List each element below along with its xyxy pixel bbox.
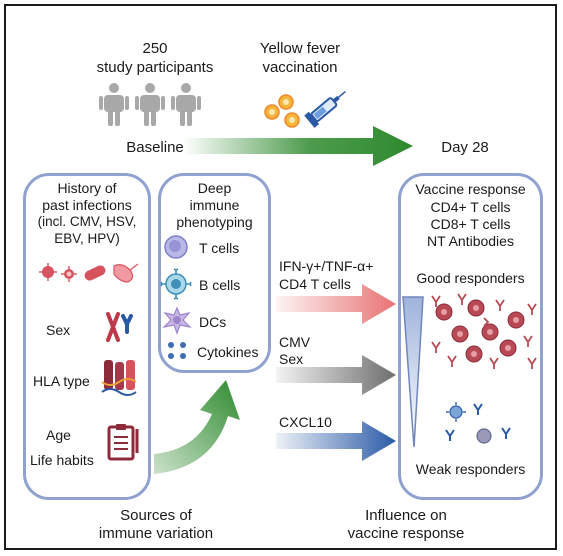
footer-right-line1: Influence on [365,507,447,524]
t-cells-label: T cells [199,240,240,256]
arrow-middle-label-line2: Sex [279,351,304,367]
vaccination-label-line1: Yellow fever [259,40,341,57]
history-title-line3: (incl. CMV, HSV, [37,214,137,229]
chromosomes-xy-icon [106,312,133,342]
good-responders-label: Good responders [416,270,525,286]
people-icons [99,83,201,126]
participants-label: study participants [96,59,214,76]
arrow-top-label-line2: CD4 T cells [279,276,351,292]
life-habits-label: Life habits [30,452,94,468]
participants-count: 250 [142,40,168,57]
timeline-arrow [183,126,413,166]
history-title-line2: past infections [42,197,132,213]
weak-responders-label: Weak responders [415,461,526,477]
day28-label: Day 28 [441,139,489,156]
dcs-label: DCs [199,314,227,330]
arrow-middle-label-line1: CMV [279,334,311,350]
pathogens-icon [39,263,139,283]
response-title-line3: CD8+ T cells [430,216,511,232]
arrow-middle [276,355,396,395]
virus-particles-icon [264,94,300,128]
footer-left-line1: Sources of [120,507,192,524]
phenotyping-title-line2: immune [189,197,240,213]
arrow-bottom [276,421,396,461]
history-title-line4: EBV, HPV) [54,231,120,246]
b-cells-label: B cells [199,277,241,293]
gradient-wedge [402,296,424,448]
cytokines-icon [168,342,186,359]
weak-responder-cells [445,402,511,444]
person-icon [99,83,129,126]
arrow-top [276,284,396,324]
t-cell-icon [164,235,188,259]
response-panel [398,173,543,500]
arrow-top-label-line1: IFN-γ+/TNF-α+ [279,258,374,274]
vaccination-label-line2: vaccination [262,59,338,76]
phenotyping-title-line1: Deep [197,180,232,196]
response-title-line2: CD4+ T cells [430,199,511,215]
response-title-line1: Vaccine response [415,181,526,197]
arrow-bottom-label: CXCL10 [279,414,332,430]
dendritic-cell-icon [162,306,192,335]
syringe-icon [304,90,346,128]
cytokines-label: Cytokines [197,344,259,360]
person-icon [135,83,165,126]
phenotyping-title-line3: phenotyping [176,214,253,230]
sex-label: Sex [46,322,71,338]
hla-dna-icon [101,360,137,396]
history-title-line1: History of [57,180,117,196]
person-icon [171,83,201,126]
response-title-line4: NT Antibodies [427,233,514,249]
figure-frame [4,4,557,550]
good-responder-cells [431,293,537,369]
footer-right-line2: vaccine response [347,525,465,542]
age-label: Age [46,427,71,443]
b-cell-icon [160,268,192,300]
baseline-label: Baseline [126,139,184,156]
curved-arrow [154,380,240,474]
hla-type-label: HLA type [33,373,90,389]
clipboard-icon [107,424,139,461]
phenotyping-panel [158,173,271,373]
footer-left-line2: immune variation [98,525,214,542]
